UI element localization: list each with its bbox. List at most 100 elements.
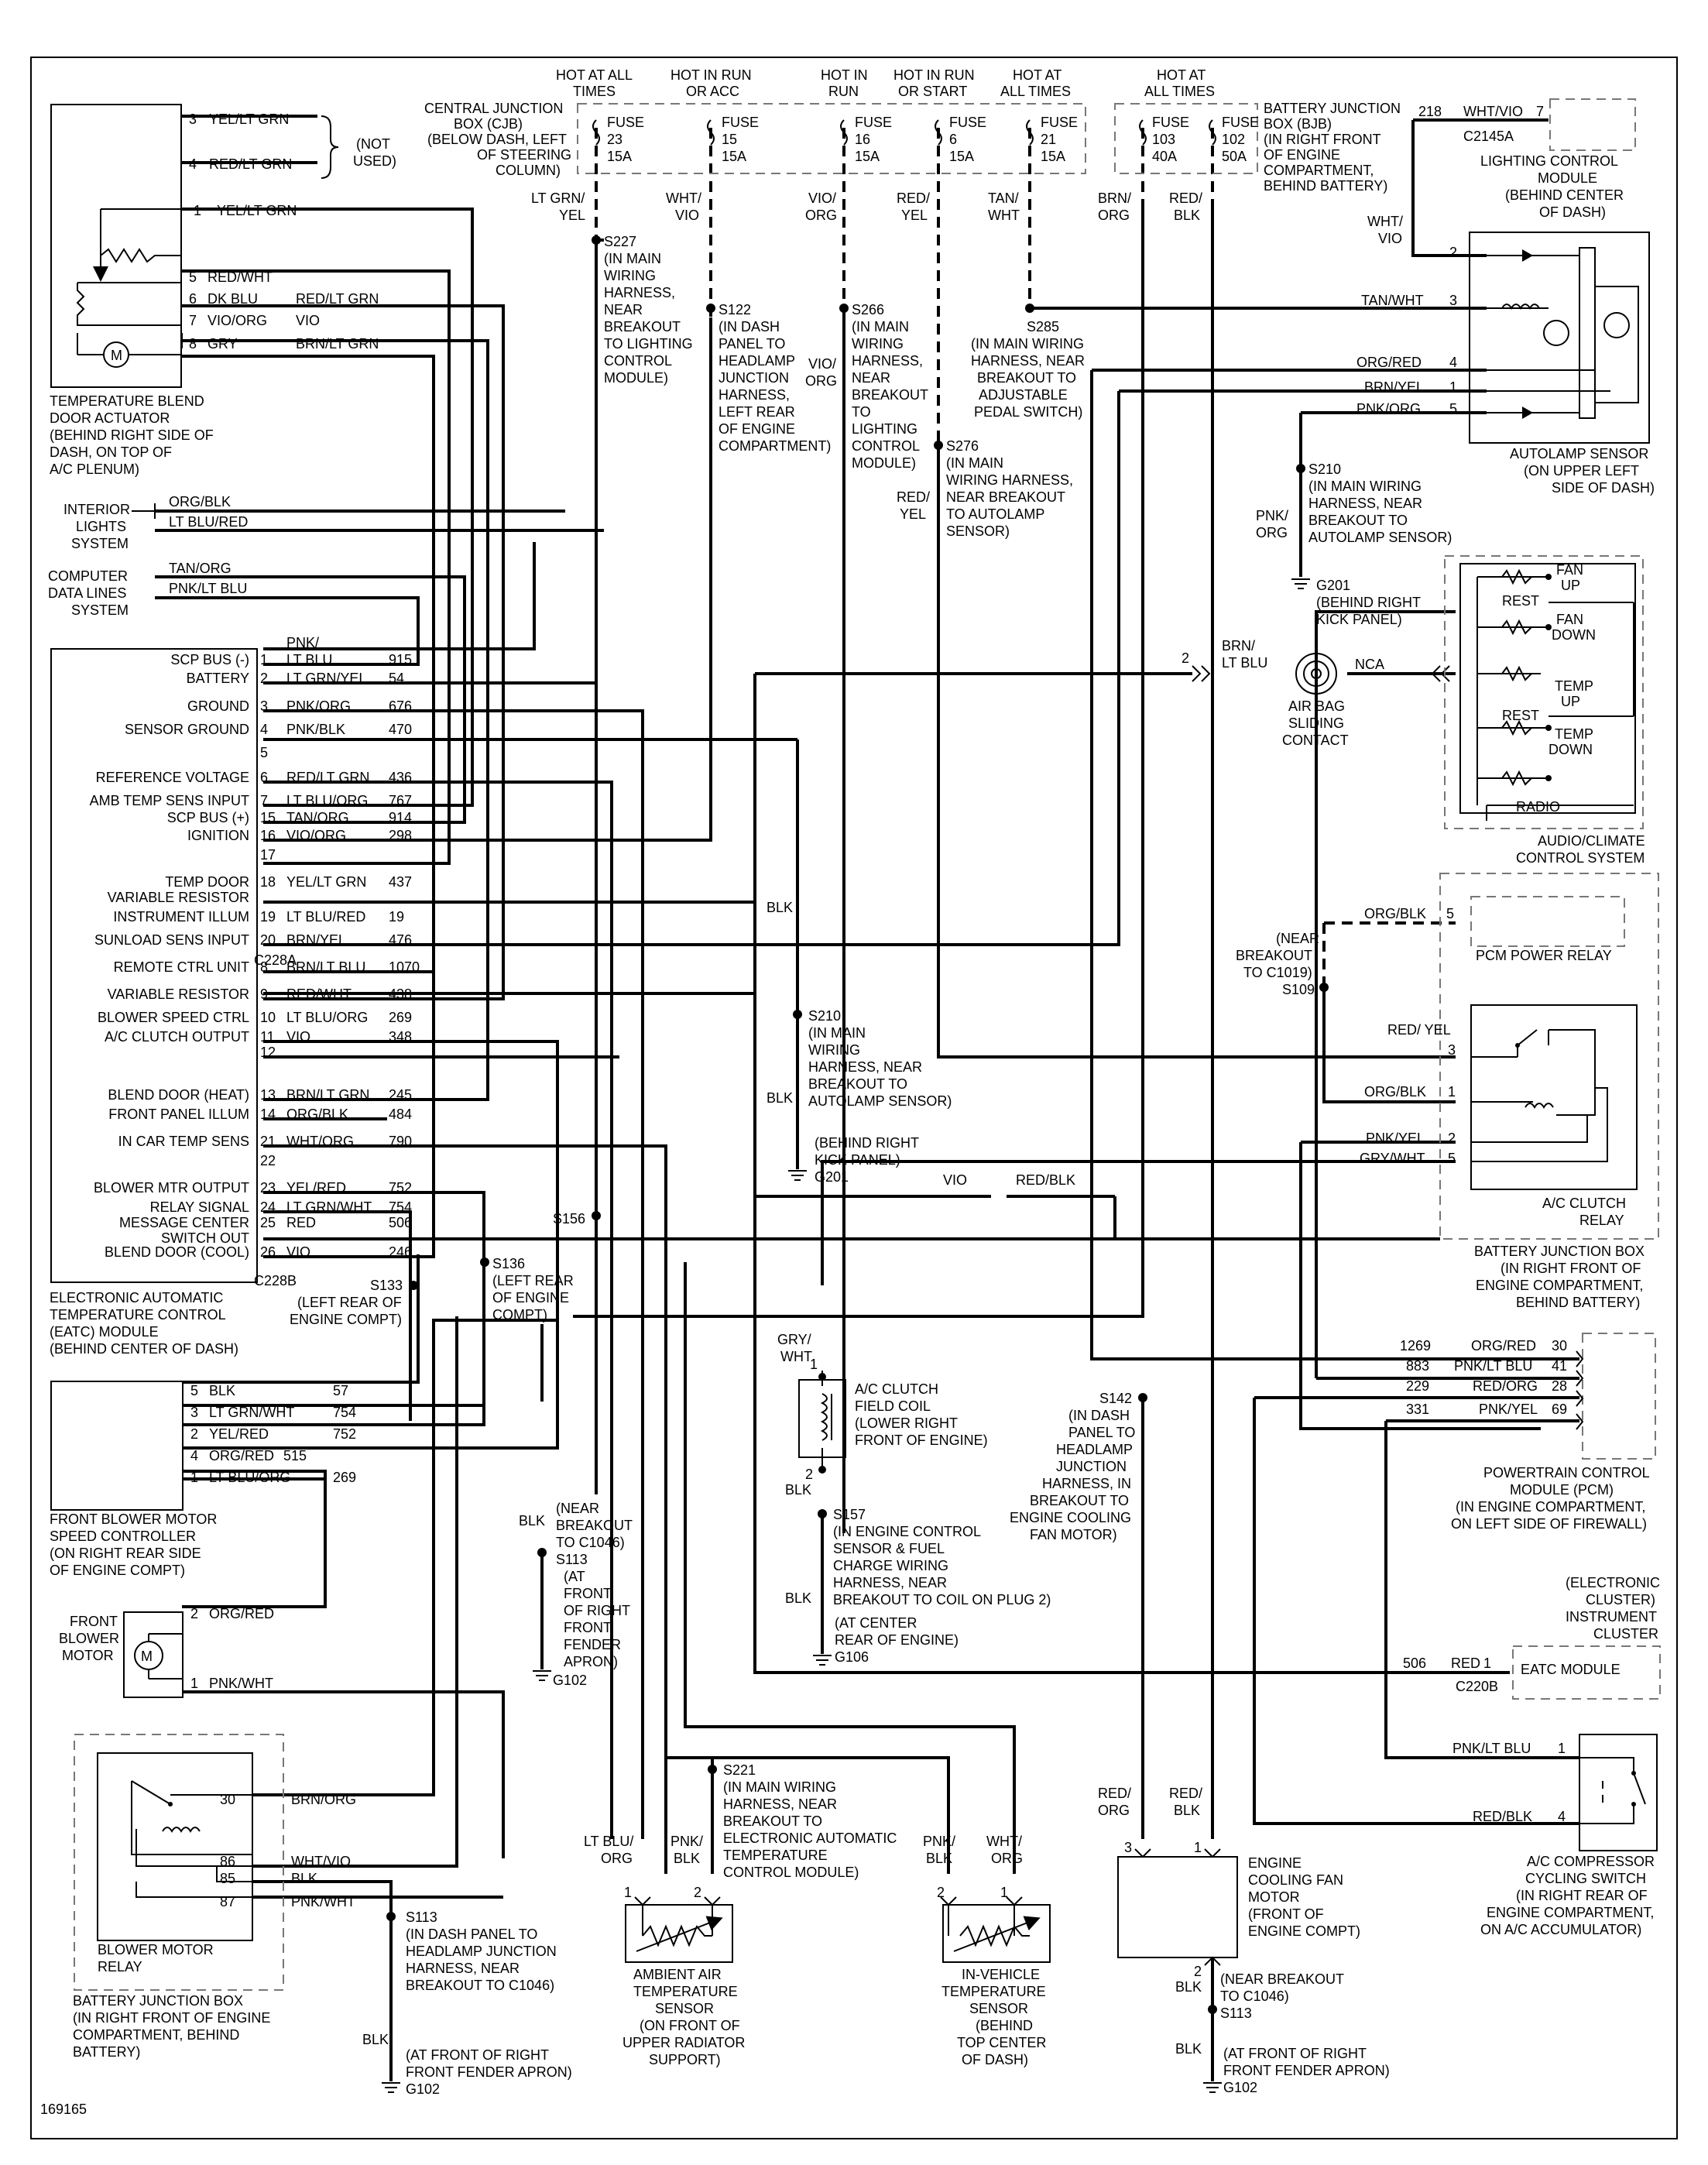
ac-relay-pin3-color: RED/ YEL bbox=[1387, 1022, 1451, 1038]
svg-text:ORG: ORG bbox=[1098, 208, 1130, 223]
svg-text:S133: S133 bbox=[370, 1278, 403, 1293]
svg-text:G106: G106 bbox=[835, 1649, 869, 1665]
svg-text:TOP CENTER: TOP CENTER bbox=[957, 2035, 1046, 2050]
eatc-pin-color: RED bbox=[286, 1215, 316, 1230]
svg-text:TO AUTOLAMP: TO AUTOLAMP bbox=[946, 506, 1044, 522]
eatc-pin-pin: 18 bbox=[260, 874, 276, 890]
eatc-pin-color: YEL/RED bbox=[286, 1180, 346, 1196]
svg-text:(IN MAIN WIRING: (IN MAIN WIRING bbox=[971, 336, 1084, 352]
svg-text:30: 30 bbox=[1552, 1338, 1567, 1354]
svg-text:KICK PANEL): KICK PANEL) bbox=[815, 1152, 900, 1168]
svg-text:A/C PLENUM): A/C PLENUM) bbox=[50, 461, 139, 477]
eatc-pin-label: IN CAR TEMP SENS bbox=[118, 1134, 249, 1149]
eatc-pin-color: PNK/ORG bbox=[286, 698, 351, 714]
svg-text:7: 7 bbox=[189, 313, 197, 328]
svg-text:2: 2 bbox=[1182, 650, 1189, 666]
svg-text:INSTRUMENT: INSTRUMENT bbox=[1566, 1609, 1657, 1625]
svg-text:FUSE: FUSE bbox=[607, 115, 644, 130]
svg-text:2: 2 bbox=[190, 1426, 198, 1442]
svg-text:4: 4 bbox=[1449, 355, 1457, 370]
svg-text:JUNCTION: JUNCTION bbox=[719, 370, 789, 386]
fuse6-head-2: OR START bbox=[898, 84, 967, 99]
svg-text:TEMPERATURE BLEND: TEMPERATURE BLEND bbox=[50, 393, 204, 409]
svg-text:752: 752 bbox=[333, 1426, 356, 1442]
blend-door-actuator: 3 YEL/LT GRN 4 RED/LT GRN (NOT USED) 1 Y… bbox=[50, 104, 396, 477]
svg-text:REST: REST bbox=[1502, 593, 1539, 609]
svg-text:DATA LINES: DATA LINES bbox=[48, 585, 126, 601]
svg-text:3: 3 bbox=[190, 1405, 198, 1420]
svg-text:VIO/: VIO/ bbox=[808, 190, 836, 206]
svg-text:FAN: FAN bbox=[1556, 612, 1583, 627]
svg-text:FAN: FAN bbox=[1556, 562, 1583, 578]
eatc-pin-pin: 13 bbox=[260, 1087, 276, 1103]
svg-text:ORG: ORG bbox=[601, 1851, 633, 1866]
svg-text:1: 1 bbox=[1000, 1885, 1008, 1900]
svg-text:TEMPERATURE CONTROL: TEMPERATURE CONTROL bbox=[50, 1307, 226, 1323]
eatc-pin-label: IGNITION bbox=[187, 828, 249, 843]
svg-text:RED/WHT: RED/WHT bbox=[207, 269, 273, 285]
svg-text:FUSE: FUSE bbox=[1222, 115, 1259, 130]
svg-text:PNK/LT BLU: PNK/LT BLU bbox=[1452, 1741, 1531, 1756]
front-blower-motor: M FRONT BLOWER MOTOR 2 ORG/RED 1 PNK/WHT bbox=[59, 1606, 274, 1698]
eatc-pin-pin: 14 bbox=[260, 1107, 276, 1122]
svg-text:AIR BAG: AIR BAG bbox=[1288, 698, 1345, 714]
eatc-pin-color: RED/WHT bbox=[286, 986, 352, 1002]
svg-text:(IN DASH PANEL TO: (IN DASH PANEL TO bbox=[406, 1927, 537, 1942]
svg-text:IN-VEHICLE: IN-VEHICLE bbox=[962, 1967, 1040, 1982]
svg-text:BREAKOUT TO: BREAKOUT TO bbox=[723, 1813, 822, 1829]
svg-text:(LEFT REAR OF: (LEFT REAR OF bbox=[297, 1295, 402, 1310]
actuator-motor-symbol: M bbox=[111, 348, 122, 363]
svg-text:S113: S113 bbox=[406, 1909, 437, 1925]
eatc-pin-label: FRONT PANEL ILLUM bbox=[108, 1107, 249, 1122]
svg-text:(AT CENTER: (AT CENTER bbox=[835, 1615, 917, 1631]
svg-text:2: 2 bbox=[1449, 245, 1457, 260]
svg-text:A/C COMPRESSOR: A/C COMPRESSOR bbox=[1527, 1854, 1655, 1869]
eatc-pin-pin: 12 bbox=[260, 1045, 276, 1060]
eatc-pin-pin: 11 bbox=[260, 1029, 275, 1045]
svg-text:WIRING HARNESS,: WIRING HARNESS, bbox=[946, 472, 1073, 488]
svg-text:EATC MODULE: EATC MODULE bbox=[1521, 1662, 1621, 1677]
eatc-pin-color: LT BLU/ORG bbox=[286, 793, 368, 808]
svg-text:ORG: ORG bbox=[1098, 1803, 1130, 1818]
bjb-label-4: OF ENGINE bbox=[1264, 147, 1340, 163]
svg-text:BATTERY): BATTERY) bbox=[73, 2044, 140, 2060]
svg-text:PEDAL SWITCH): PEDAL SWITCH) bbox=[974, 404, 1082, 420]
svg-text:1269: 1269 bbox=[1400, 1338, 1431, 1354]
eatc-pin-pin: 8 bbox=[260, 959, 268, 975]
svg-text:ORG/BLK: ORG/BLK bbox=[1364, 1084, 1426, 1100]
svg-text:PNK/: PNK/ bbox=[923, 1834, 955, 1849]
svg-text:VIO: VIO bbox=[1378, 231, 1402, 246]
svg-text:(IN MAIN WIRING: (IN MAIN WIRING bbox=[723, 1779, 836, 1795]
svg-text:FAN MOTOR): FAN MOTOR) bbox=[1030, 1527, 1117, 1542]
svg-text:TAN/: TAN/ bbox=[988, 190, 1019, 206]
svg-text:57: 57 bbox=[333, 1383, 348, 1398]
eatc-pin-pin: 9 bbox=[260, 986, 268, 1002]
svg-text:AUTOLAMP SENSOR): AUTOLAMP SENSOR) bbox=[1308, 530, 1452, 545]
svg-text:FRONT BLOWER MOTOR: FRONT BLOWER MOTOR bbox=[50, 1511, 217, 1527]
eatc-pin-label: REMOTE CTRL UNIT bbox=[114, 959, 249, 975]
svg-text:OF RIGHT: OF RIGHT bbox=[564, 1603, 630, 1618]
svg-text:5: 5 bbox=[190, 1383, 198, 1398]
svg-text:WHT/VIO: WHT/VIO bbox=[291, 1854, 351, 1869]
svg-text:LIGHTING CONTROL: LIGHTING CONTROL bbox=[1480, 153, 1618, 169]
svg-text:15: 15 bbox=[722, 132, 737, 147]
svg-text:C228B: C228B bbox=[254, 1273, 297, 1288]
svg-text:INTERIOR: INTERIOR bbox=[63, 502, 130, 517]
fuse23-head-1: HOT AT ALL bbox=[556, 67, 633, 83]
eatc-pin-color: VIO bbox=[286, 1029, 310, 1045]
fuse23-head-2: TIMES bbox=[573, 84, 616, 99]
svg-text:3: 3 bbox=[1448, 1042, 1456, 1058]
svg-text:NEAR: NEAR bbox=[604, 302, 643, 317]
svg-text:CONTROL MODULE): CONTROL MODULE) bbox=[723, 1865, 859, 1880]
svg-text:(IN DASH: (IN DASH bbox=[719, 319, 780, 335]
svg-text:RED/LT GRN: RED/LT GRN bbox=[296, 291, 379, 307]
eatc-pin-label: RELAY SIGNAL bbox=[150, 1199, 249, 1215]
bjb-relays: ORG/BLK 5 PCM POWER RELAY 3 RED/ YEL 1 O… bbox=[1360, 873, 1659, 1310]
svg-text:SUPPORT): SUPPORT) bbox=[649, 2052, 721, 2067]
svg-text:COMPUTER: COMPUTER bbox=[48, 568, 128, 584]
svg-text:AMBIENT AIR: AMBIENT AIR bbox=[633, 1967, 722, 1982]
eatc-pin-circ: 484 bbox=[389, 1107, 412, 1122]
svg-text:BLK: BLK bbox=[519, 1513, 545, 1529]
eatc-pin-circ: 19 bbox=[389, 909, 404, 925]
